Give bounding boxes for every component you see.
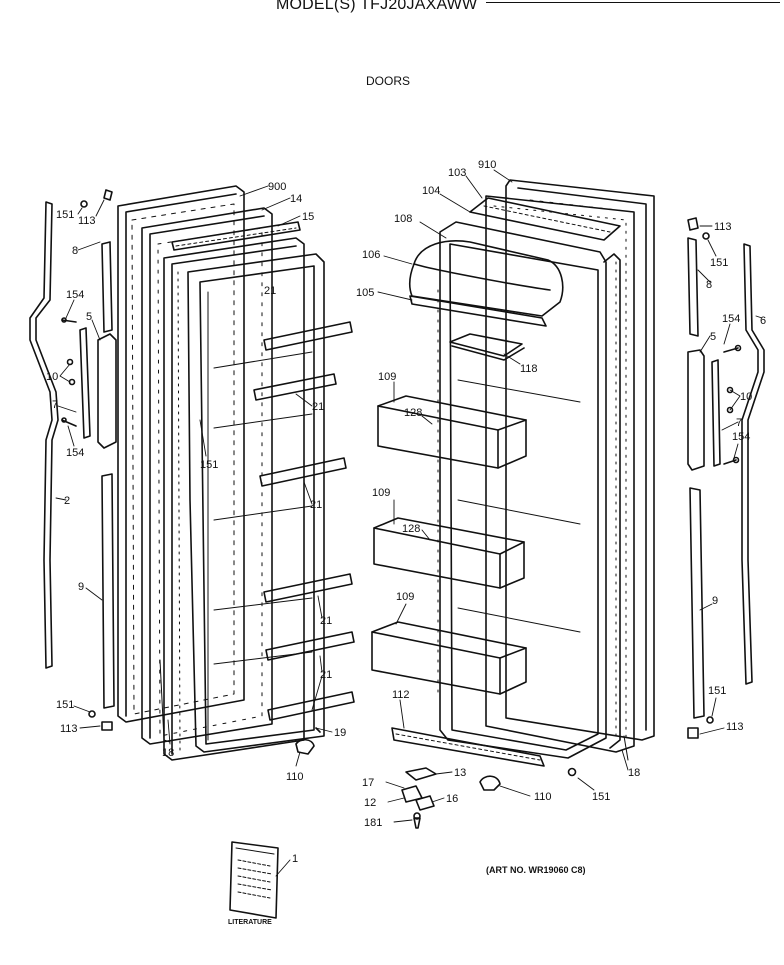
literature-booklet-1 <box>229 841 279 919</box>
callout-154: 154 <box>732 431 750 443</box>
callout-21: 21 <box>310 499 322 511</box>
freezer-door-inner-liner <box>187 253 325 753</box>
callout-128: 128 <box>402 523 420 535</box>
callout-151: 151 <box>592 791 610 803</box>
callout-21: 21 <box>320 615 332 627</box>
callout-12: 12 <box>364 797 376 809</box>
callout-154: 154 <box>66 289 84 301</box>
callout-7: 7 <box>736 417 742 429</box>
title-rule <box>486 2 780 3</box>
callout-21: 21 <box>312 401 324 413</box>
section-title: DOORS <box>366 74 411 88</box>
callout-109: 109 <box>396 591 414 603</box>
callout-labels: 900 14 15 21 21 21 21 21 19 110 18 151 1… <box>46 159 766 865</box>
freezer-shelf-rails-21 <box>253 321 355 721</box>
callout-181: 181 <box>364 817 382 829</box>
callout-910: 910 <box>478 159 496 171</box>
callout-9: 9 <box>78 581 84 593</box>
callout-106: 106 <box>362 249 380 261</box>
callout-9: 9 <box>712 595 718 607</box>
callout-128: 128 <box>404 407 422 419</box>
callout-15: 15 <box>302 211 314 223</box>
door-bins-109 <box>371 395 527 695</box>
fresh-food-door-inner-liner <box>437 221 621 759</box>
art-number: (ART NO. WR19060 C8) <box>486 865 586 875</box>
callout-2: 2 <box>64 495 70 507</box>
callout-900: 900 <box>268 181 286 193</box>
fresh-food-door-liner <box>485 195 635 753</box>
callout-6: 6 <box>760 315 766 327</box>
fresh-food-door-outer-panel-910 <box>505 179 655 741</box>
callout-109: 109 <box>372 487 390 499</box>
callout-113: 113 <box>78 215 96 227</box>
leader-lines <box>55 169 763 877</box>
callout-17: 17 <box>362 777 374 789</box>
freezer-door-handle-parts <box>61 189 321 755</box>
fresh-food-shelf-118 <box>449 333 525 361</box>
callout-16: 16 <box>446 793 458 805</box>
callout-151: 151 <box>56 209 74 221</box>
callout-10: 10 <box>46 371 58 383</box>
callout-151: 151 <box>56 699 74 711</box>
callout-109: 109 <box>378 371 396 383</box>
freezer-door-liner <box>141 207 273 745</box>
dairy-compartment-106-105 <box>409 240 564 327</box>
callout-8: 8 <box>706 279 712 291</box>
callout-21: 21 <box>320 669 332 681</box>
fresh-food-door-trim-103-104 <box>469 197 621 241</box>
fresh-food-door-handle-parts <box>623 217 765 761</box>
freezer-door-trim-strip-14-15 <box>171 221 301 251</box>
callout-151: 151 <box>708 685 726 697</box>
callout-1: 1 <box>292 853 298 865</box>
callout-113: 113 <box>714 221 732 233</box>
callout-110: 110 <box>286 771 304 783</box>
callout-7: 7 <box>52 399 58 411</box>
callout-5: 5 <box>86 311 92 323</box>
callout-5: 5 <box>710 331 716 343</box>
callout-105: 105 <box>356 287 374 299</box>
freezer-door-gasket-2 <box>29 201 59 669</box>
model-title: MODEL(S) TFJ20JAXAWW <box>276 0 478 13</box>
callout-103: 103 <box>448 167 466 179</box>
freezer-door-outer-panel-900 <box>117 185 245 723</box>
callout-113: 113 <box>726 721 744 733</box>
callout-18: 18 <box>162 747 174 759</box>
callout-154: 154 <box>66 447 84 459</box>
callout-21: 21 <box>264 285 276 297</box>
fresh-food-bottom-trim-112 <box>391 727 545 767</box>
callout-104: 104 <box>422 185 440 197</box>
literature-caption: LITERATURE <box>228 919 272 926</box>
callout-113: 113 <box>60 723 78 735</box>
callout-154: 154 <box>722 313 740 325</box>
callout-10: 10 <box>740 391 752 403</box>
callout-13: 13 <box>454 767 466 779</box>
callout-14: 14 <box>290 193 302 205</box>
callout-18: 18 <box>628 767 640 779</box>
callout-151: 151 <box>710 257 728 269</box>
callout-8: 8 <box>72 245 78 257</box>
callout-110: 110 <box>534 791 552 803</box>
callout-151: 151 <box>200 459 218 471</box>
callout-19: 19 <box>334 727 346 739</box>
callout-118: 118 <box>520 363 538 375</box>
callout-108: 108 <box>394 213 412 225</box>
callout-112: 112 <box>392 689 410 701</box>
